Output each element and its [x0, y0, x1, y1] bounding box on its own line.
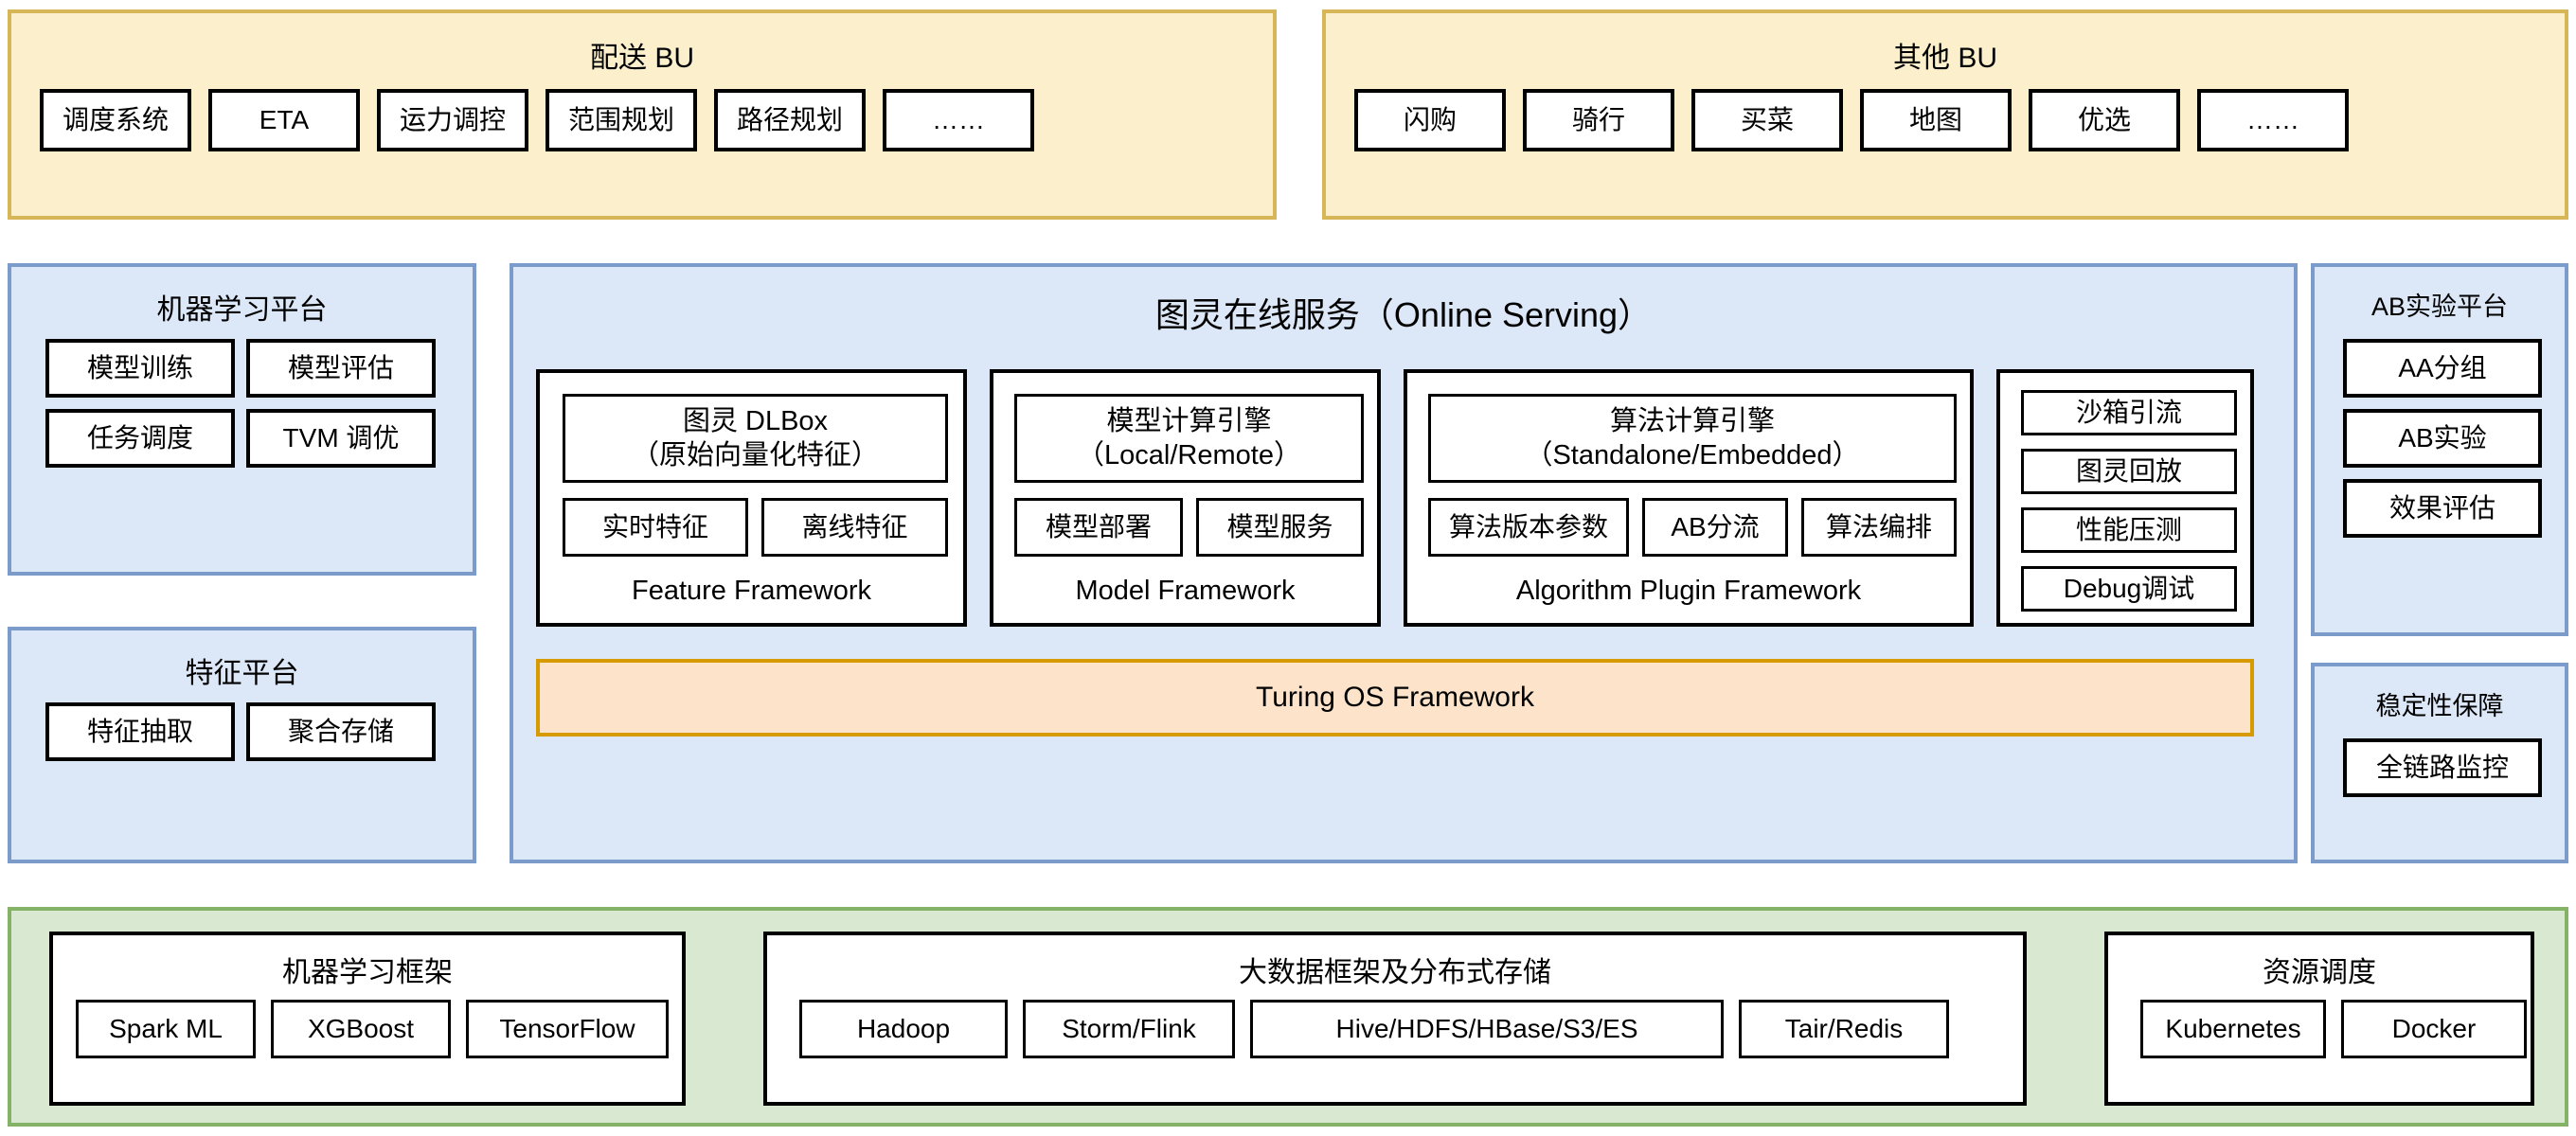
ab-item-effect-eval[interactable]: 效果评估	[2343, 479, 2542, 538]
panel-feature-platform-title: 特征平台	[185, 658, 299, 689]
panel-stability-items: 全链路监控	[2343, 738, 2542, 797]
infra-group-resource-scheduling: 资源调度 Kubernetes Docker	[2104, 932, 2534, 1106]
infra-group-ml-frameworks: 机器学习框架 Spark ML XGBoost TensorFlow	[49, 932, 686, 1106]
infra-group-bigdata: 大数据框架及分布式存储 Hadoop Storm/Flink Hive/HDFS…	[763, 932, 2027, 1106]
infra-group-bigdata-items: Hadoop Storm/Flink Hive/HDFS/HBase/S3/ES…	[799, 1000, 1949, 1058]
feature-sub-realtime[interactable]: 实时特征	[563, 498, 748, 557]
ml-item-training[interactable]: 模型训练	[45, 339, 235, 398]
bu-item-diaodu[interactable]: 调度系统	[40, 89, 191, 151]
panel-ml-platform: 机器学习平台 模型训练 模型评估 任务调度 TVM 调优	[8, 263, 476, 576]
infra-item-hadoop[interactable]: Hadoop	[799, 1000, 1008, 1058]
infra-group-ml-frameworks-items: Spark ML XGBoost TensorFlow	[76, 1000, 669, 1058]
model-sub-deploy[interactable]: 模型部署	[1014, 498, 1183, 557]
tool-turing-replay[interactable]: 图灵回放	[2021, 449, 2237, 494]
bu-group-other-title: 其他 BU	[1892, 43, 1997, 74]
panel-stability-title: 稳定性保障	[2375, 692, 2504, 720]
algorithm-framework-head[interactable]: 算法计算引擎 （Standalone/Embedded）	[1428, 394, 1957, 483]
bu-item-lujing[interactable]: 路径规划	[714, 89, 866, 151]
panel-ab-experiment-items: AA分组 AB实验 效果评估	[2343, 339, 2542, 538]
infra-group-ml-frameworks-title: 机器学习框架	[282, 957, 453, 988]
model-framework-head[interactable]: 模型计算引擎 （Local/Remote）	[1014, 394, 1364, 483]
feature-sub-offline[interactable]: 离线特征	[761, 498, 948, 557]
bu-item-fanwei[interactable]: 范围规划	[546, 89, 697, 151]
bu-item-more[interactable]: ……	[883, 89, 1034, 151]
infrastructure-container: 机器学习框架 Spark ML XGBoost TensorFlow 大数据框架…	[8, 907, 2568, 1127]
turing-os-framework-bar[interactable]: Turing OS Framework	[536, 659, 2254, 737]
feature-framework-head[interactable]: 图灵 DLBox （原始向量化特征）	[563, 394, 948, 483]
bu-item-shangou[interactable]: 闪购	[1354, 89, 1506, 151]
panel-stability: 稳定性保障 全链路监控	[2311, 663, 2568, 863]
feature-item-aggregate-store[interactable]: 聚合存储	[246, 702, 436, 761]
panel-ml-platform-items: 模型训练 模型评估 任务调度 TVM 调优	[45, 339, 438, 468]
tool-performance-test[interactable]: 性能压测	[2021, 507, 2237, 553]
infra-item-xgboost[interactable]: XGBoost	[271, 1000, 451, 1058]
infra-item-docker[interactable]: Docker	[2341, 1000, 2527, 1058]
infra-item-storm-flink[interactable]: Storm/Flink	[1023, 1000, 1235, 1058]
panel-feature-platform: 特征平台 特征抽取 聚合存储	[8, 627, 476, 863]
bu-group-delivery-items: 调度系统 ETA 运力调控 范围规划 路径规划 ……	[40, 89, 1034, 151]
model-framework-foot: Model Framework	[1075, 576, 1296, 606]
ab-item-ab-test[interactable]: AB实验	[2343, 409, 2542, 468]
serving-tools-list: 沙箱引流 图灵回放 性能压测 Debug调试	[2021, 390, 2237, 612]
infra-item-hive-hdfs-hbase-s3-es[interactable]: Hive/HDFS/HBase/S3/ES	[1250, 1000, 1724, 1058]
algorithm-framework-subs: 算法版本参数 AB分流 算法编排	[1428, 498, 1957, 557]
infra-item-kubernetes[interactable]: Kubernetes	[2140, 1000, 2326, 1058]
model-framework-card: 模型计算引擎 （Local/Remote） 模型部署 模型服务 Model Fr…	[990, 369, 1381, 627]
serving-tools-card: 沙箱引流 图灵回放 性能压测 Debug调试	[1996, 369, 2254, 627]
infra-item-tensorflow[interactable]: TensorFlow	[466, 1000, 669, 1058]
ml-item-task-schedule[interactable]: 任务调度	[45, 409, 235, 468]
bu-item-qixing[interactable]: 骑行	[1523, 89, 1674, 151]
panel-ab-experiment: AB实验平台 AA分组 AB实验 效果评估	[2311, 263, 2568, 636]
online-serving-title: 图灵在线服务（Online Serving）	[1154, 295, 1653, 334]
infra-item-spark-ml[interactable]: Spark ML	[76, 1000, 256, 1058]
algo-sub-orchestration[interactable]: 算法编排	[1801, 498, 1957, 557]
stability-item-full-link-monitor[interactable]: 全链路监控	[2343, 738, 2542, 797]
bu-group-delivery-title: 配送 BU	[589, 43, 694, 74]
feature-item-extraction[interactable]: 特征抽取	[45, 702, 235, 761]
ml-item-evaluation[interactable]: 模型评估	[246, 339, 436, 398]
bu-group-delivery: 配送 BU 调度系统 ETA 运力调控 范围规划 路径规划 ……	[8, 9, 1277, 220]
ml-item-tvm-tuning[interactable]: TVM 调优	[246, 409, 436, 468]
bu-item-ditu[interactable]: 地图	[1860, 89, 2012, 151]
tool-sandbox-traffic[interactable]: 沙箱引流	[2021, 390, 2237, 435]
infra-item-tair-redis[interactable]: Tair/Redis	[1739, 1000, 1949, 1058]
algo-sub-ab-split[interactable]: AB分流	[1642, 498, 1788, 557]
algorithm-framework-card: 算法计算引擎 （Standalone/Embedded） 算法版本参数 AB分流…	[1404, 369, 1974, 627]
bu-item-more[interactable]: ……	[2197, 89, 2349, 151]
bu-item-maicai[interactable]: 买菜	[1691, 89, 1843, 151]
online-serving-container: 图灵在线服务（Online Serving） 图灵 DLBox （原始向量化特征…	[510, 263, 2298, 863]
model-sub-service[interactable]: 模型服务	[1196, 498, 1364, 557]
feature-framework-subs: 实时特征 离线特征	[563, 498, 948, 557]
feature-framework-card: 图灵 DLBox （原始向量化特征） 实时特征 离线特征 Feature Fra…	[536, 369, 967, 627]
bu-group-other: 其他 BU 闪购 骑行 买菜 地图 优选 ……	[1322, 9, 2568, 220]
panel-feature-platform-items: 特征抽取 聚合存储	[45, 702, 438, 761]
bu-item-youxuan[interactable]: 优选	[2029, 89, 2180, 151]
infra-group-resource-scheduling-items: Kubernetes Docker	[2140, 1000, 2527, 1058]
tool-debug[interactable]: Debug调试	[2021, 566, 2237, 612]
ab-item-aa-group[interactable]: AA分组	[2343, 339, 2542, 398]
infra-group-bigdata-title: 大数据框架及分布式存储	[1239, 957, 1551, 988]
panel-ml-platform-title: 机器学习平台	[156, 294, 328, 326]
bu-group-other-items: 闪购 骑行 买菜 地图 优选 ……	[1354, 89, 2349, 151]
model-framework-subs: 模型部署 模型服务	[1014, 498, 1364, 557]
feature-framework-foot: Feature Framework	[631, 576, 871, 606]
algorithm-framework-foot: Algorithm Plugin Framework	[1515, 576, 1862, 606]
bu-item-yunli[interactable]: 运力调控	[377, 89, 528, 151]
algo-sub-version-params[interactable]: 算法版本参数	[1428, 498, 1629, 557]
infra-group-resource-scheduling-title: 资源调度	[2263, 957, 2376, 988]
panel-ab-experiment-title: AB实验平台	[2370, 293, 2509, 321]
bu-item-eta[interactable]: ETA	[208, 89, 360, 151]
